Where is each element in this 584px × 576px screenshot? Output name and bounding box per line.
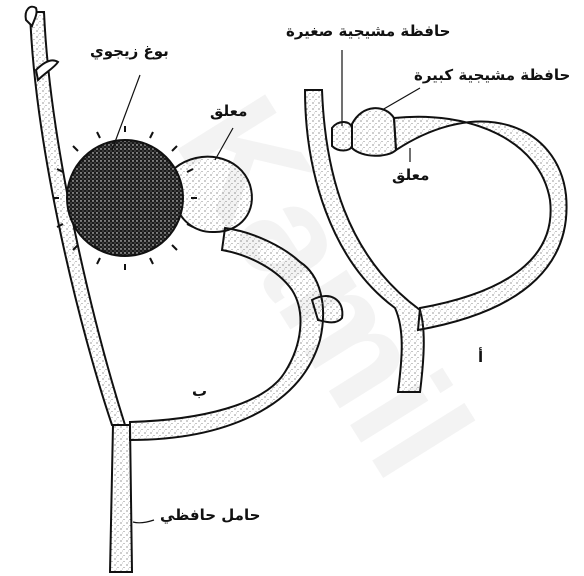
arch-suspensor-a <box>394 117 567 330</box>
zygospore <box>53 126 197 270</box>
panel-b-drawing <box>26 7 343 572</box>
leader-suspensor-b <box>215 128 233 160</box>
arch-bump <box>312 296 342 322</box>
label-gametangiophore: حامل حافظي <box>160 508 260 523</box>
leader-stalk <box>133 520 154 523</box>
arch-suspensor-b <box>130 228 323 440</box>
label-large-gametangium: حافظة مشيجية كبيرة <box>414 68 570 83</box>
label-panel-b: ب <box>192 384 207 399</box>
label-suspensor-b: معلق <box>210 104 247 119</box>
small-gametangium <box>332 122 352 151</box>
label-panel-a: أ <box>478 350 483 365</box>
large-gametangium <box>352 108 396 156</box>
stalk <box>110 425 132 572</box>
leader-large-gametangium <box>382 88 420 110</box>
suspensor-swelling <box>175 157 252 232</box>
panel-a-drawing <box>305 50 567 392</box>
label-small-gametangium: حافظة مشيجية صغيرة <box>286 24 450 39</box>
label-zygospore: بوغ زيجوي <box>90 44 169 59</box>
leader-zygospore <box>112 75 140 150</box>
label-suspensor-a: معلق <box>392 168 429 183</box>
